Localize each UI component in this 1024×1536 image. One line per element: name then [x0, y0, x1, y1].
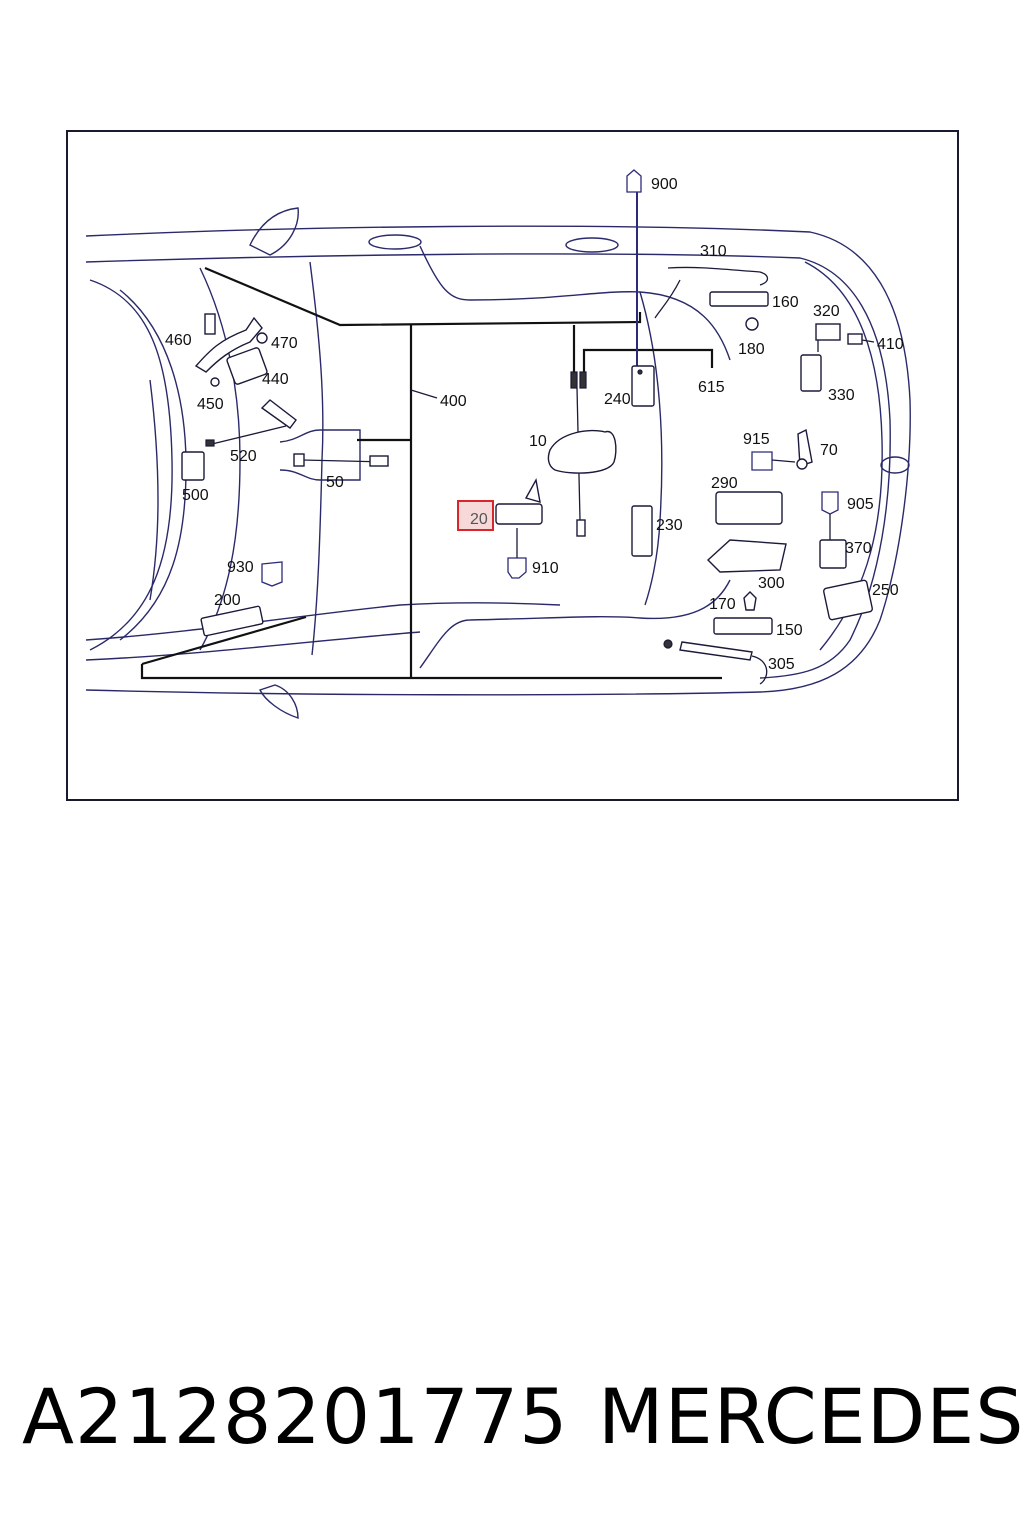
part-610-plugs [570, 371, 587, 537]
part-200-module [200, 605, 264, 637]
diagram-frame [66, 130, 959, 801]
highlight-box-20 [457, 500, 494, 531]
callout-290[interactable]: 290 [711, 475, 738, 492]
wiring-harness [140, 266, 722, 680]
callout-905[interactable]: 905 [847, 496, 874, 513]
connector-915 [751, 451, 773, 471]
callout-200[interactable]: 200 [214, 592, 241, 609]
part-230-module [631, 505, 653, 557]
callout-230[interactable]: 230 [656, 517, 683, 534]
connector-905 [821, 491, 839, 515]
brand-name: MERCEDES [598, 1372, 1024, 1461]
callout-170[interactable]: 170 [709, 596, 736, 613]
callout-320[interactable]: 320 [813, 303, 840, 320]
car-outline [85, 207, 911, 719]
part-10-antenna [547, 429, 617, 474]
callout-labels: 900 310 160 320 410 180 615 240 330 400 … [165, 176, 904, 673]
callout-370[interactable]: 370 [845, 540, 872, 557]
part-450-clip [210, 377, 220, 387]
part-440-module [226, 347, 268, 385]
callout-250[interactable]: 250 [872, 582, 899, 599]
callout-470[interactable]: 470 [271, 335, 298, 352]
callout-400[interactable]: 400 [440, 393, 467, 410]
part-460-bracket [194, 313, 263, 373]
callout-10[interactable]: 10 [529, 433, 547, 450]
callout-160[interactable]: 160 [772, 294, 799, 311]
part-240-module [631, 365, 655, 407]
callout-410[interactable]: 410 [877, 336, 904, 353]
callout-310[interactable]: 310 [700, 243, 727, 260]
callout-930[interactable]: 930 [227, 559, 254, 576]
callout-240[interactable]: 240 [604, 391, 631, 408]
part-290-control-unit [715, 491, 783, 525]
part-320-connector [815, 323, 863, 345]
callout-180[interactable]: 180 [738, 341, 765, 358]
part-150-module [713, 617, 773, 635]
connector-910 [507, 557, 527, 579]
part-250-module [823, 579, 873, 621]
callout-460[interactable]: 460 [165, 332, 192, 349]
callout-50[interactable]: 50 [326, 474, 344, 491]
part-305-rod [663, 639, 768, 685]
part-370-module [819, 539, 847, 569]
part-300-tray [706, 539, 787, 573]
callout-70[interactable]: 70 [820, 442, 838, 459]
part-520-rod [205, 399, 297, 447]
part-70-bracket [796, 428, 813, 470]
part-330-bracket [800, 354, 822, 392]
callout-20[interactable]: 20 [470, 511, 488, 528]
callout-440[interactable]: 440 [262, 371, 289, 388]
callout-900[interactable]: 900 [651, 176, 678, 193]
callout-150[interactable]: 150 [776, 622, 803, 639]
callout-500[interactable]: 500 [182, 487, 209, 504]
callout-450[interactable]: 450 [197, 396, 224, 413]
part-number: A2128201775 [22, 1372, 569, 1461]
callout-330[interactable]: 330 [828, 387, 855, 404]
part-310-cable [654, 266, 769, 331]
part-500-sensor [181, 451, 205, 481]
part-20-switch [495, 477, 543, 525]
part-470-clip [256, 332, 268, 344]
callout-305[interactable]: 305 [768, 656, 795, 673]
connector-930 [261, 561, 283, 587]
part-50-rod [293, 453, 389, 467]
callout-910[interactable]: 910 [532, 560, 559, 577]
callout-915[interactable]: 915 [743, 431, 770, 448]
callout-300[interactable]: 300 [758, 575, 785, 592]
part-170-clip [743, 591, 757, 611]
callout-520[interactable]: 520 [230, 448, 257, 465]
callout-615[interactable]: 615 [698, 379, 725, 396]
connector-900 [626, 169, 642, 372]
